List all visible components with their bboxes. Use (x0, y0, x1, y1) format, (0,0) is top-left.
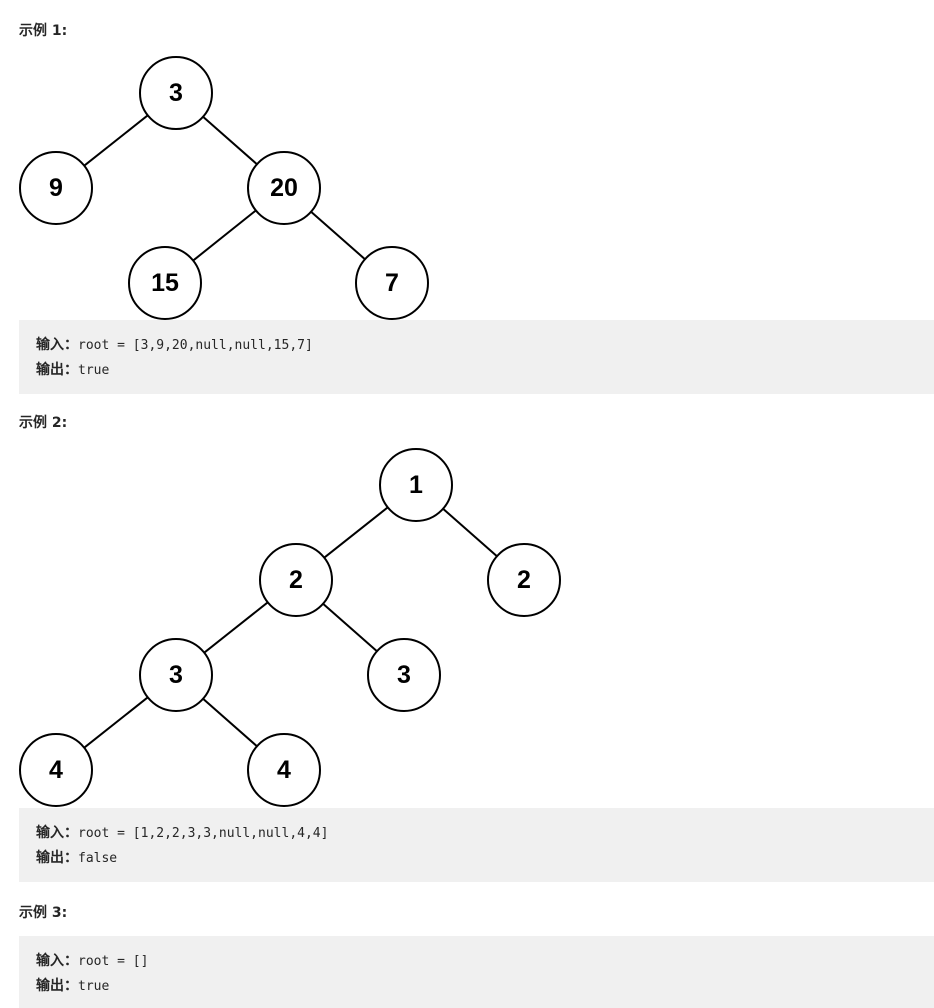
tree-edge-a-b (323, 506, 389, 559)
tree-node-label: 20 (270, 174, 298, 202)
output-label: 输出： (36, 850, 78, 866)
example-1-code-block: 输入：root = [3,9,20,null,null,15,7] 输出：tru… (19, 320, 934, 394)
example-2-code-block: 输入：root = [1,2,2,3,3,null,null,4,4] 输出：f… (19, 808, 934, 882)
tree-edge-a-c (202, 116, 258, 165)
tree-node: 15 (128, 246, 202, 320)
tree-node-label: 2 (289, 566, 303, 594)
example-2-tree-diagram: 1 2 2 3 3 4 4 (19, 448, 561, 807)
output-value: true (78, 979, 110, 994)
example-2-input-line: 输入：root = [1,2,2,3,3,null,null,4,4] (36, 821, 934, 846)
output-value: true (78, 363, 110, 378)
tree-node: 2 (487, 543, 561, 617)
tree-edge-b-e (322, 603, 378, 652)
output-value: false (78, 851, 118, 866)
tree-node-circle (19, 733, 93, 807)
tree-node: 3 (139, 56, 213, 130)
input-label: 输入： (36, 337, 78, 353)
tree-node: 4 (247, 733, 321, 807)
tree-node-circle (355, 246, 429, 320)
example-3-output-line: 输出：true (36, 974, 934, 999)
tree-edge-c-d (192, 209, 257, 262)
example-1-heading: 示例 1: (19, 23, 68, 39)
tree-edge-b-d (203, 601, 269, 654)
example-3-input-line: 输入：root = [] (36, 949, 934, 974)
tree-node: 2 (259, 543, 333, 617)
tree-node-label: 3 (169, 661, 183, 689)
tree-node-label: 4 (49, 756, 63, 784)
tree-node: 20 (247, 151, 321, 225)
input-label: 输入： (36, 953, 78, 969)
input-value: root = [] (78, 954, 149, 969)
input-value: root = [3,9,20,null,null,15,7] (78, 338, 313, 353)
tree-node: 7 (355, 246, 429, 320)
tree-node-circle (19, 151, 93, 225)
tree-node-label: 9 (49, 174, 63, 202)
tree-node: 3 (139, 638, 213, 712)
tree-node-label: 2 (517, 566, 531, 594)
tree-node-circle (367, 638, 441, 712)
tree-edge-d-g (202, 698, 258, 747)
tree-node-label: 7 (385, 269, 399, 297)
tree-node-circle (247, 733, 321, 807)
tree-edge-c-e (310, 211, 366, 260)
example-1-input-line: 输入：root = [3,9,20,null,null,15,7] (36, 333, 934, 358)
tree-node-label: 4 (277, 756, 291, 784)
input-value: root = [1,2,2,3,3,null,null,4,4] (78, 826, 329, 841)
tree-edge-d-f (83, 696, 149, 749)
tree-node-circle (128, 246, 202, 320)
tree-edge-a-b (83, 114, 149, 167)
tree-node-label: 15 (151, 269, 179, 297)
tree-node-circle (139, 56, 213, 130)
tree-node: 9 (19, 151, 93, 225)
tree-node: 1 (379, 448, 453, 522)
example-2-output-line: 输出：false (36, 846, 934, 871)
tree-node-circle (139, 638, 213, 712)
example-1-output-line: 输出：true (36, 358, 934, 383)
tree-node-circle (487, 543, 561, 617)
tree-node-label: 3 (397, 661, 411, 689)
output-label: 输出： (36, 362, 78, 378)
tree-edge-a-c (442, 508, 498, 557)
input-label: 输入： (36, 825, 78, 841)
example-1-tree-diagram: 3 9 20 15 7 (19, 56, 429, 320)
output-label: 输出： (36, 978, 78, 994)
example-3-heading: 示例 3: (19, 905, 68, 921)
tree-node: 4 (19, 733, 93, 807)
tree-node-label: 3 (169, 79, 183, 107)
example-3-code-block: 输入：root = [] 输出：true (19, 936, 934, 1008)
tree-node-circle (379, 448, 453, 522)
tree-node-label: 1 (409, 471, 423, 499)
example-2-heading: 示例 2: (19, 415, 68, 431)
tree-node: 3 (367, 638, 441, 712)
tree-node-circle (259, 543, 333, 617)
tree-node-circle (247, 151, 321, 225)
